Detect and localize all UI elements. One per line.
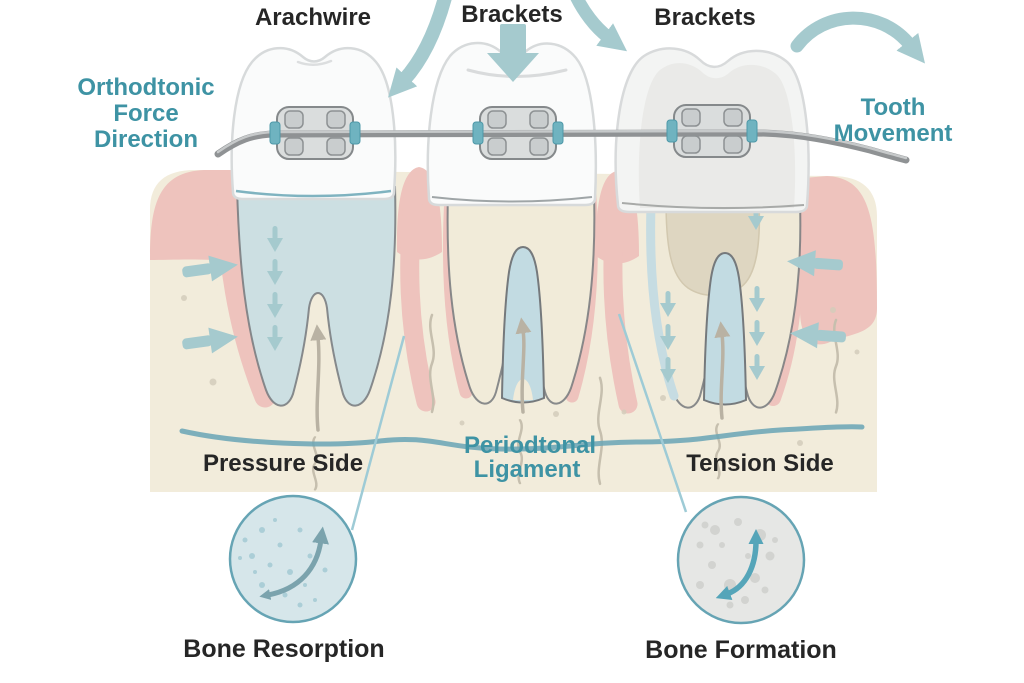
bracket-wings [284,108,743,156]
tooth3-cervical-line [621,202,805,210]
annotation-arrows [387,0,926,98]
resorption-arrow [259,526,329,600]
diagram-labels: Arachwire Brackets Brackets Orthodtonic … [77,1,952,664]
tooth-roots [236,185,802,409]
svg-text:Movement: Movement [834,120,953,147]
label-bone-resorption: Bone Resorption [183,635,384,663]
pdl-lining-pillar-1 [400,182,436,412]
archwire-highlight [216,129,908,160]
label-pressure-side: Pressure Side [203,450,363,477]
braces-appliance [214,104,910,164]
svg-text:Orthodtonic: Orthodtonic [77,74,214,101]
brackets-right-arrow [570,0,628,52]
tooth1-root-outline [236,185,397,407]
bone-dots [181,295,860,466]
svg-text:Direction: Direction [94,126,198,153]
tooth2-cervical-line [431,196,593,203]
bone-remodel-up-arrows [310,317,731,432]
bracket-ties [269,119,758,145]
label-archwire: Arachwire [255,4,371,31]
resorption-leader-line [350,335,406,531]
bone-wavy-line [179,424,865,452]
label-brackets-right: Brackets [654,4,755,31]
label-tension-side: Tension Side [686,450,834,477]
force-direction-arrow [387,0,452,98]
callout-leader-lines [350,313,688,531]
label-periodontal-ligament: Periodtonal Ligament [464,432,596,483]
pdl-lining-left-outer [216,172,276,408]
formation-leader-line [617,313,688,513]
tooth-movement-arrow [790,11,926,64]
pdl-lining-pillar-2 [603,186,638,414]
formation-arrow [715,529,764,600]
svg-text:Tooth: Tooth [861,94,926,121]
label-tooth-movement: Tooth Movement [834,94,953,147]
brackets-down-arrow [487,24,539,82]
tooth1-cervical-line [235,189,392,198]
svg-text:Force: Force [113,100,178,127]
tooth1-cusp-shadow [296,59,333,66]
bone-formation-circle [676,495,806,625]
archwire [214,129,910,164]
tooth2-root [447,192,595,404]
svg-text:Periodtonal: Periodtonal [464,432,596,459]
bone-resorption-circle [228,494,358,624]
label-brackets-middle: Brackets [461,1,562,28]
svg-text:Ligament: Ligament [474,456,581,483]
label-force-direction: Orthodtonic Force Direction [77,74,214,153]
label-bone-formation: Bone Formation [645,636,837,664]
